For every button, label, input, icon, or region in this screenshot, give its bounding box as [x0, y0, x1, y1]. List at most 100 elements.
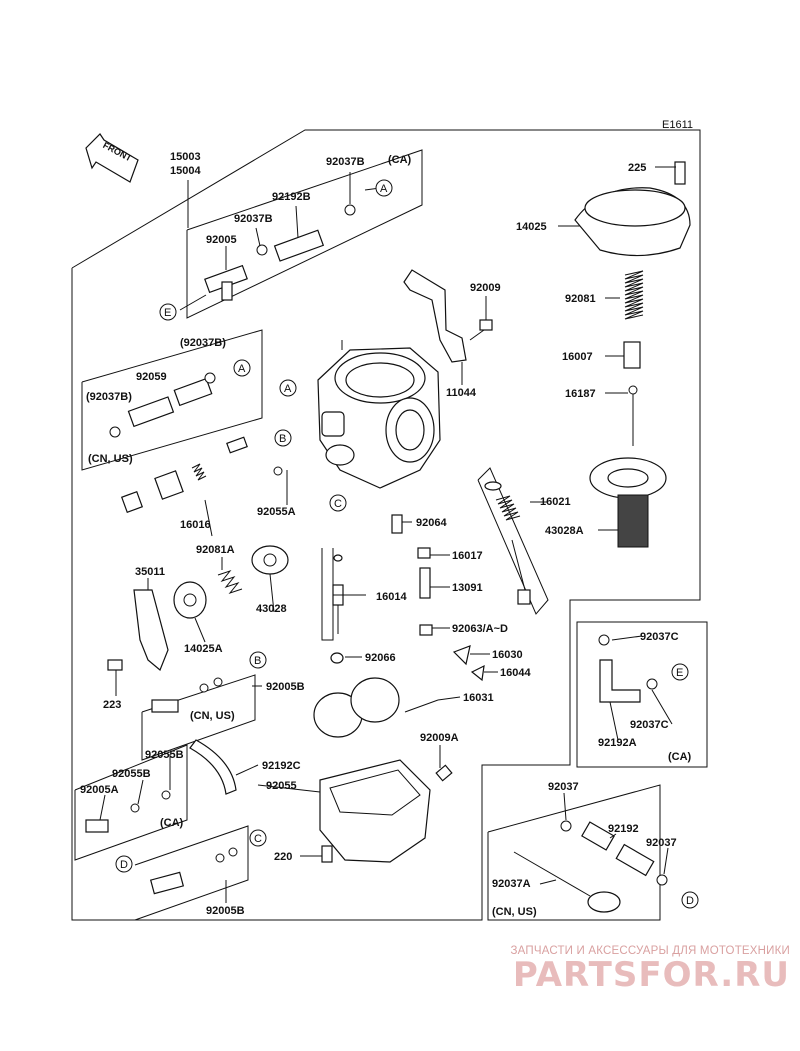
- label-92055b-2: 92055B: [112, 768, 151, 780]
- ref-e-circle-2: [671, 663, 689, 681]
- label-92192a: 92192A: [598, 737, 637, 749]
- label-ca-1: (CA): [388, 154, 412, 166]
- hose-92192-icon: [581, 821, 615, 851]
- ref-b-circle-2: [249, 651, 267, 669]
- label-cnus-3: (CN, US): [492, 906, 537, 918]
- ref-d-label-2: D: [686, 895, 694, 907]
- needle-jet-icon: [391, 514, 433, 636]
- label-225: 225: [628, 162, 646, 174]
- label-35011: 35011: [135, 566, 165, 578]
- elbow-fitting-1-icon: [151, 699, 179, 713]
- spring-icon: [624, 270, 644, 320]
- needle-holder-icon: [623, 341, 641, 369]
- ref-b-circle-1: [274, 429, 292, 447]
- pilot-screw-parts-icon: [477, 467, 549, 615]
- label-16014: 16014: [376, 591, 407, 603]
- ref-a-label-1: A: [380, 183, 388, 195]
- throttle-bracket-icon: [403, 269, 467, 363]
- gasket-92037a-icon: [513, 851, 621, 913]
- front-arrow-icon: FRONT: [85, 133, 139, 183]
- ref-e-circle-1: [159, 303, 177, 321]
- label-15004: 15004: [170, 165, 201, 177]
- label-16021: 16021: [540, 496, 571, 508]
- ref-d-circle-2: [681, 891, 699, 909]
- main-jet-set-icon: [321, 548, 344, 664]
- ca-box-3: [74, 744, 188, 861]
- leader-lines: [99, 166, 676, 903]
- ref-a-label-3: A: [284, 383, 292, 395]
- label-92005a: 92005A: [80, 784, 119, 796]
- label-14025a: 14025A: [184, 643, 223, 655]
- cnus-box-2: [141, 674, 256, 761]
- label-16044: 16044: [500, 667, 531, 679]
- ref-d-label-1: D: [120, 859, 128, 871]
- diaphragm-icon: [251, 545, 289, 575]
- carburetor-body-icon: [317, 340, 441, 489]
- label-92055a: 92055A: [257, 506, 296, 518]
- label-ca-2: (CA): [668, 751, 692, 763]
- ref-b-label-2: B: [254, 655, 261, 667]
- label-cnus-1: (CN, US): [88, 453, 133, 465]
- ref-c-circle-1: [329, 494, 347, 512]
- cnus-box-3: [487, 784, 661, 921]
- label-16017: 16017: [452, 550, 483, 562]
- watermark-brand-logo: PARTSFOR.RU: [512, 955, 790, 995]
- label-43028: 43028: [256, 603, 287, 615]
- label-92037b-3: (92037B): [180, 337, 226, 349]
- float-chamber-icon: [319, 759, 431, 863]
- spring-small-icon: [217, 569, 243, 595]
- right-ca-box: [576, 621, 708, 768]
- label-92005b-1: 92005B: [266, 681, 305, 693]
- ref-b-label-1: B: [279, 433, 286, 445]
- label-92037b-2: 92037B: [234, 213, 273, 225]
- ref-d-circle-1: [115, 855, 133, 873]
- label-92037c-1: 92037C: [640, 631, 679, 643]
- diaphragm-piston-icon: [589, 457, 667, 548]
- label-92009a: 92009A: [420, 732, 459, 744]
- cnus-box-1: [81, 329, 263, 471]
- tube-group-box: [186, 149, 423, 319]
- label-92037-2: 92037: [646, 837, 677, 849]
- label-16031: 16031: [463, 692, 494, 704]
- hose-92059-icon: [127, 396, 175, 428]
- label-92064: 92064: [416, 517, 447, 529]
- hose-92192c-icon: [189, 739, 237, 795]
- diagram-code: E1611: [662, 119, 693, 131]
- label-92037b-4: (92037B): [86, 391, 132, 403]
- label-92081a: 92081A: [196, 544, 235, 556]
- label-92059: 92059: [136, 371, 167, 383]
- ref-a-circle-3: [279, 379, 297, 397]
- label-92192: 92192: [608, 823, 639, 835]
- elbow-fitting-2-icon: [85, 819, 109, 833]
- label-92055: 92055: [266, 780, 297, 792]
- label-220: 220: [274, 851, 292, 863]
- label-223: 223: [103, 699, 121, 711]
- cover-small-icon: [173, 581, 207, 619]
- label-92081: 92081: [565, 293, 596, 305]
- ref-c-label-2: C: [254, 833, 262, 845]
- ref-a-circle-1: [375, 179, 393, 197]
- screw-icon: [469, 319, 493, 341]
- main-assembly-boundary: [71, 129, 701, 921]
- t-fitting-icon: [204, 264, 248, 301]
- bracket-icon: [133, 589, 169, 671]
- label-16016: 16016: [180, 519, 211, 531]
- label-92063: 92063/A~D: [452, 623, 508, 635]
- screw-223-icon: [107, 659, 123, 671]
- label-16187: 16187: [565, 388, 596, 400]
- label-16007: 16007: [562, 351, 593, 363]
- label-13091: 13091: [452, 582, 483, 594]
- top-cover-icon: [574, 161, 691, 257]
- label-92037-1: 92037: [548, 781, 579, 793]
- label-15003: 15003: [170, 151, 201, 163]
- label-11044: 11044: [446, 387, 477, 399]
- label-92005: 92005: [206, 234, 237, 246]
- ref-a-label-2: A: [238, 363, 246, 375]
- label-92055b-1: 92055B: [145, 749, 184, 761]
- watermark: ЗАПЧАСТИ И АКСЕССУАРЫ ДЛЯ МОТОТЕХНИКИ PA…: [470, 945, 790, 993]
- label-92005b-2: 92005B: [206, 905, 245, 917]
- ref-c-circle-2: [249, 829, 267, 847]
- label-cnus-2: (CN, US): [190, 710, 235, 722]
